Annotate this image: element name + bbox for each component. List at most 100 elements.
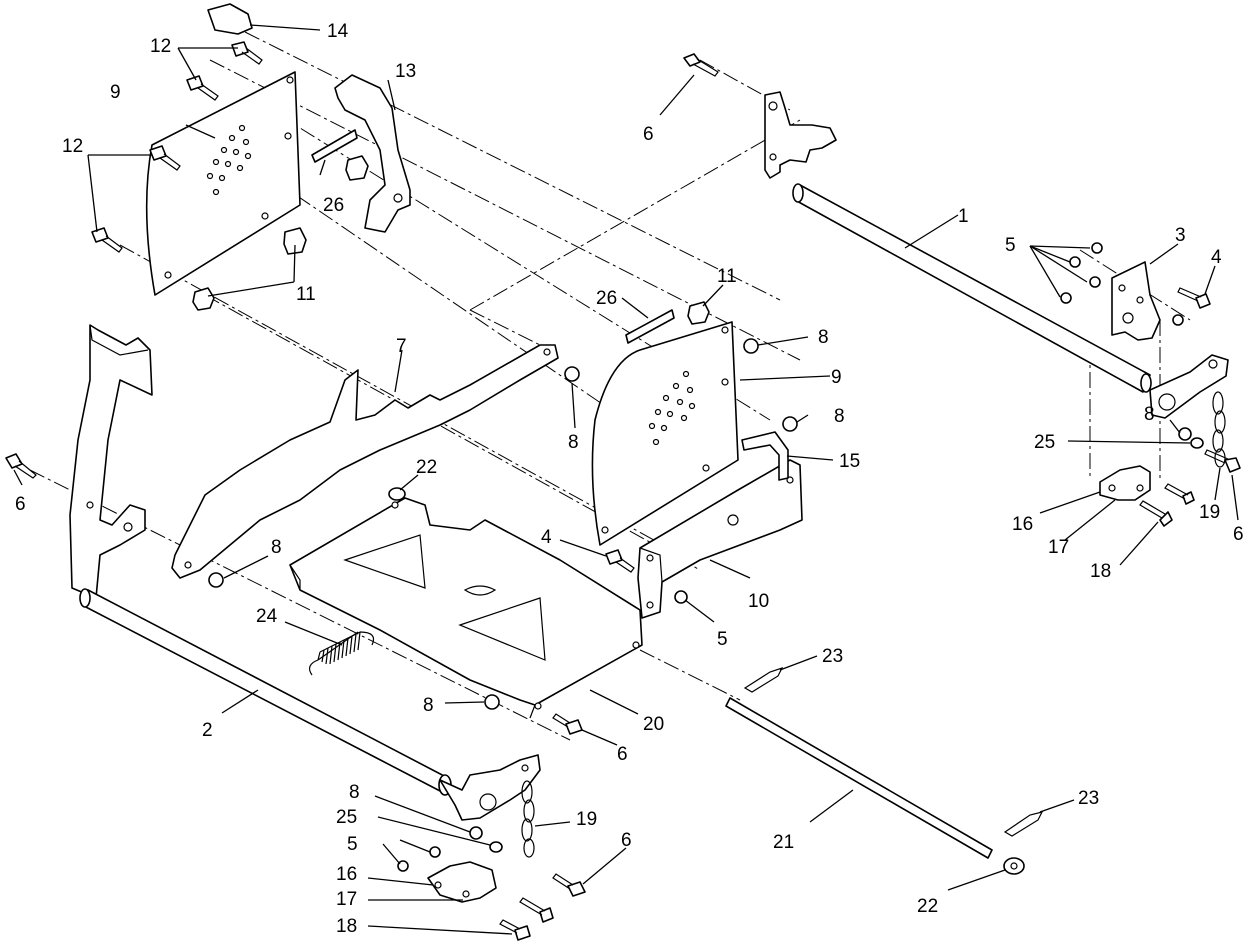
nuts-and-washers xyxy=(192,155,1204,875)
callout-15: 15 xyxy=(839,451,860,472)
part-3-latch-bracket xyxy=(1111,261,1161,341)
part-9-perforated-plate-left xyxy=(145,71,301,296)
callout-numbers: 1 2 3 4 4 5 5 5 6 6 6 6 6 7 8 8 8 8 8 8 … xyxy=(15,21,1244,937)
callout-16-right: 16 xyxy=(1012,514,1033,535)
callout-8-right-top: 8 xyxy=(818,327,829,348)
cotter-pin-23-upper xyxy=(743,666,784,693)
part-16-17-clip-left xyxy=(427,861,497,903)
cotter-pins xyxy=(743,666,1044,837)
bolt-18-left-b xyxy=(519,897,554,923)
perforation-holes xyxy=(206,124,252,196)
bolt-4-left xyxy=(605,549,635,573)
callout-8-right-chain: 8 xyxy=(1144,404,1155,425)
bolt-6-right xyxy=(1204,449,1241,473)
callout-22-floor: 22 xyxy=(416,457,437,478)
callout-6-right: 6 xyxy=(1233,524,1244,545)
bolt-12-c xyxy=(149,145,181,171)
callout-26-left: 26 xyxy=(323,195,344,216)
callout-8-lever: 8 xyxy=(271,537,282,558)
bolt-18-left xyxy=(499,919,531,941)
bolt-6-top xyxy=(683,53,719,77)
part-2-lower-pivot-rod xyxy=(69,324,541,821)
nut-5-l2 xyxy=(397,860,409,872)
assembly-centerlines xyxy=(29,31,1191,741)
nut-5-r3 xyxy=(1089,276,1101,288)
callout-5-right: 5 xyxy=(1005,235,1016,256)
part-13-pawl-plate xyxy=(334,74,411,233)
callout-23-upper: 23 xyxy=(822,646,843,667)
callout-24: 24 xyxy=(256,606,278,627)
callout-23-lower: 23 xyxy=(1078,788,1099,809)
washer-25-left xyxy=(489,841,503,853)
bolt-6-bottom xyxy=(552,873,586,897)
spacer-11-mid xyxy=(345,155,369,181)
callout-4-left: 4 xyxy=(541,527,552,548)
spacer-11-lower xyxy=(192,287,215,311)
washer-22-floor xyxy=(388,487,406,501)
callout-19-right: 19 xyxy=(1199,502,1220,523)
nut-5-r5 xyxy=(1172,314,1184,326)
bolt-12-d xyxy=(91,227,123,253)
callout-8-right-mid: 8 xyxy=(834,406,845,427)
washer-25-right xyxy=(1190,437,1204,449)
callout-9-right: 9 xyxy=(831,367,842,388)
callout-1: 1 xyxy=(958,206,969,227)
nut-5-l1 xyxy=(429,846,441,858)
part-16-17-clip-right xyxy=(1099,465,1151,501)
part-19-chain-left xyxy=(521,780,535,858)
nut-8-right-top xyxy=(743,338,759,354)
bolt-6-floor xyxy=(552,713,583,735)
nut-5-r1 xyxy=(1091,242,1103,254)
callout-16-left: 16 xyxy=(336,864,357,885)
callout-12-mid: 12 xyxy=(62,136,83,157)
nut-5-bracket xyxy=(674,590,688,604)
callout-10: 10 xyxy=(748,591,769,612)
bolt-18-right-b xyxy=(1164,483,1195,505)
callout-6-bottom: 6 xyxy=(621,830,632,851)
callout-22-pin: 22 xyxy=(917,896,938,917)
decal-26-right xyxy=(625,309,675,344)
callout-18-right: 18 xyxy=(1090,561,1111,582)
bolt-4-right xyxy=(1177,287,1211,309)
callout-8-floor: 8 xyxy=(423,695,434,716)
nut-8-bottom xyxy=(469,826,483,840)
nut-8-lever xyxy=(208,572,224,588)
part-20-floor-plate xyxy=(289,497,643,719)
part-24-extension-spring xyxy=(308,631,375,676)
part-9-perforated-plate-right xyxy=(591,321,739,546)
callout-17-left: 17 xyxy=(336,889,357,910)
cotter-pin-23-lower xyxy=(1003,811,1044,837)
callout-7: 7 xyxy=(396,336,407,357)
leader-lines xyxy=(13,24,1239,935)
part-1-upper-pivot-rod xyxy=(764,91,1229,419)
callout-11-left: 11 xyxy=(296,284,316,305)
nut-8-right-mid xyxy=(782,416,798,432)
callout-9-left: 9 xyxy=(110,82,121,103)
callout-8-center: 8 xyxy=(568,432,579,453)
nut-8-floor xyxy=(484,694,500,710)
spacer-11-upper xyxy=(283,227,307,255)
part-15-bent-rod xyxy=(741,431,789,481)
callout-8-bottom: 8 xyxy=(349,782,360,803)
bolt-12-b xyxy=(186,75,219,101)
callout-25-right: 25 xyxy=(1034,432,1055,453)
part-7-lever-arm xyxy=(171,344,559,579)
callout-25-left: 25 xyxy=(336,807,357,828)
callout-5-bracket: 5 xyxy=(717,629,728,650)
callout-13: 13 xyxy=(395,61,416,82)
callout-3: 3 xyxy=(1175,225,1186,246)
callout-17-right: 17 xyxy=(1048,537,1069,558)
bolt-6-left xyxy=(5,453,37,479)
nut-8-center xyxy=(564,366,580,382)
callout-11-right: 11 xyxy=(717,266,737,287)
callout-20: 20 xyxy=(643,714,664,735)
callout-2: 2 xyxy=(202,720,213,741)
bolt-12-a xyxy=(231,41,263,65)
callout-5-left: 5 xyxy=(347,834,358,855)
callout-6-left: 6 xyxy=(15,494,26,515)
perforation-holes xyxy=(648,370,696,446)
callout-4-right: 4 xyxy=(1211,247,1222,268)
part-19-chain-right xyxy=(1212,391,1226,468)
part-21-long-pin xyxy=(725,697,993,859)
